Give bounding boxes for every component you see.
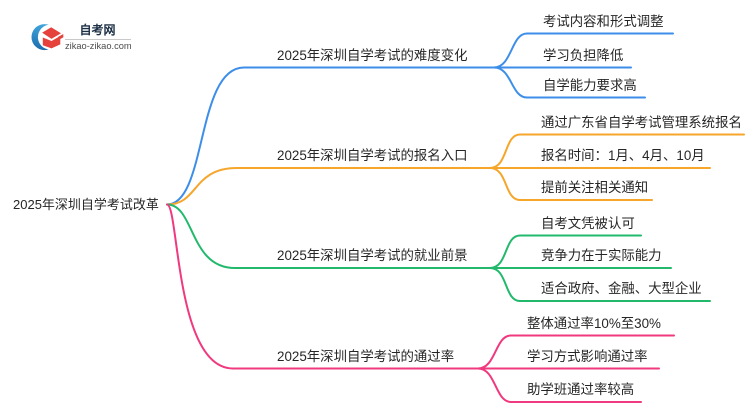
branch-1-links: [166, 133, 745, 206]
branch-0-links: [166, 32, 674, 206]
link-root-branch-0: [166, 66, 245, 206]
cap-crown-icon: [42, 36, 61, 49]
site-logo[interactable]: 自考网 zikao-zikao.com: [28, 20, 136, 56]
child-node-1-0[interactable]: 通过广东省自学考试管理系统报名: [541, 114, 742, 130]
child-node-2-2[interactable]: 适合政府、金融、大型企业: [541, 281, 702, 296]
logo-title: 自考网: [79, 23, 116, 37]
child-node-2-0[interactable]: 自考文凭被认可: [541, 215, 635, 231]
child-node-0-0[interactable]: 考试内容和形式调整: [543, 13, 664, 29]
branch-2-links: [166, 203, 711, 302]
branch-node-1[interactable]: 2025年深圳自学考试的报名入口: [277, 148, 468, 163]
link-root-branch-2: [166, 203, 236, 269]
branch-3-links: [166, 203, 675, 403]
cap-board-icon: [39, 25, 64, 41]
branch-node-3[interactable]: 2025年深圳自学考试的通过率: [277, 348, 455, 364]
child-node-3-0[interactable]: 整体通过率10%至30%: [527, 315, 661, 331]
root-node[interactable]: 2025年深圳自学考试改革: [13, 197, 159, 212]
logo-domain: zikao-zikao.com: [65, 40, 132, 51]
link-branch-0-child-0: [493, 32, 528, 69]
link-branch-2-child-0: [489, 234, 521, 269]
child-node-3-1[interactable]: 学习方式影响通过率: [527, 348, 648, 364]
link-branch-1-child-2: [489, 167, 521, 201]
child-node-3-2[interactable]: 助学班通过率较高: [527, 382, 635, 397]
link-root-branch-1: [166, 167, 238, 206]
logo-cap-icon: [39, 25, 64, 49]
link-branch-1-child-0: [489, 133, 521, 169]
logo-icon: [31, 24, 64, 51]
child-node-1-1[interactable]: 报名时间：1月、4月、10月: [541, 148, 705, 163]
child-node-2-1[interactable]: 竞争力在于实际能力: [541, 248, 662, 263]
cap-tassel-icon: [58, 34, 64, 41]
link-branch-0-child-2: [493, 66, 528, 99]
branch-node-2[interactable]: 2025年深圳自学考试的就业前景: [277, 248, 468, 263]
child-node-1-2[interactable]: 提前关注相关通知: [541, 180, 649, 195]
branch-node-0[interactable]: 2025年深圳自学考试的难度变化: [277, 47, 468, 63]
link-branch-3-child-2: [477, 367, 512, 403]
child-node-0-2[interactable]: 自学能力要求高: [543, 77, 637, 93]
link-root-branch-3: [166, 203, 234, 370]
child-node-0-1[interactable]: 学习负担降低: [543, 47, 624, 63]
logo-divider: [64, 38, 131, 40]
link-branch-2-child-2: [489, 267, 521, 302]
link-branch-3-child-0: [477, 334, 512, 370]
